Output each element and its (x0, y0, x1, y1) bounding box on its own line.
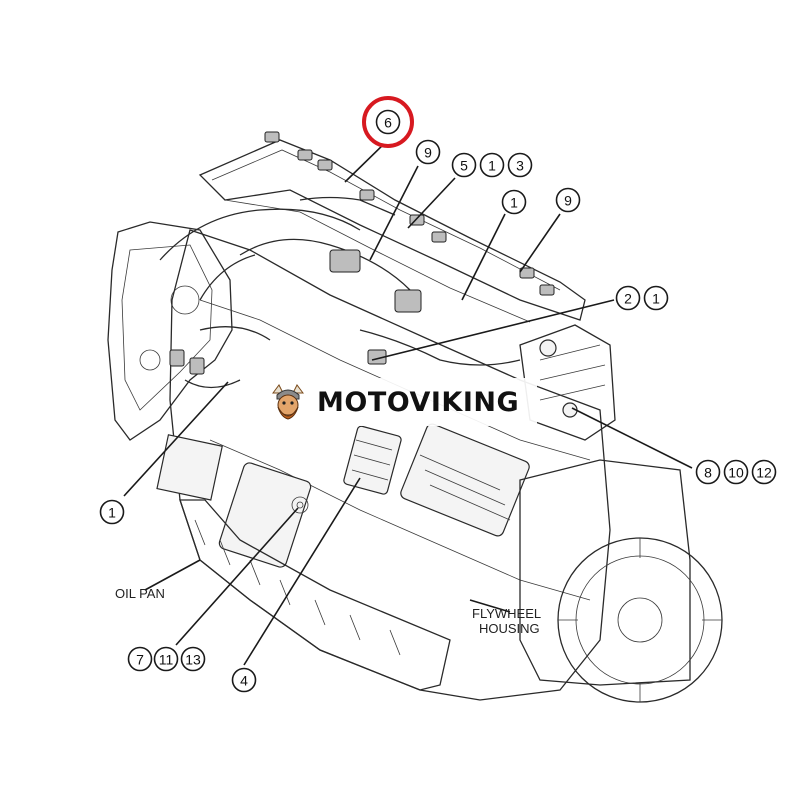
callout-number: 5 (460, 158, 468, 174)
callout-number: 8 (704, 465, 712, 481)
callout-11: 11 (153, 646, 179, 672)
callout-number: 10 (728, 465, 744, 481)
callout-1: 1 (501, 189, 527, 215)
callout-number: 7 (136, 652, 144, 668)
callout-13: 13 (180, 646, 206, 672)
leader-lines (123, 139, 693, 666)
callout-number: 9 (424, 145, 432, 161)
callout-9: 9 (415, 139, 441, 165)
callout-circle (751, 459, 777, 485)
callout-circle (615, 285, 641, 311)
callout-1: 1 (99, 499, 125, 525)
callout-circle (643, 285, 669, 311)
callout-9: 9 (555, 187, 581, 213)
flywheel-label-line2: HOUSING (479, 621, 540, 636)
callout-circle (695, 459, 721, 485)
callout-2: 2 (615, 285, 641, 311)
callout-number: 13 (185, 652, 201, 668)
callout-circle (180, 646, 206, 672)
callout-circle (501, 189, 527, 215)
callout-number: 6 (384, 115, 392, 131)
callout-circle (479, 152, 505, 178)
callout-number: 1 (510, 195, 518, 211)
callout-circle (231, 667, 257, 693)
callout-7: 7 (127, 646, 153, 672)
callout-circle (99, 499, 125, 525)
callout-number: 4 (240, 673, 248, 689)
callout-circle (507, 152, 533, 178)
callout-5: 5 (451, 152, 477, 178)
viking-mascot-icon (272, 384, 304, 420)
watermark-text: MOTOVIKING (317, 386, 520, 418)
callout-circle (415, 139, 441, 165)
callout-number: 3 (516, 158, 524, 174)
callout-number: 9 (564, 193, 572, 209)
flywheel-label-line1: FLYWHEEL (472, 606, 541, 621)
callout-number: 1 (108, 505, 116, 521)
callout-number: 12 (756, 465, 772, 481)
callout-circle (153, 646, 179, 672)
callout-circle (555, 187, 581, 213)
callout-10: 10 (723, 459, 749, 485)
callout-number: 2 (624, 291, 632, 307)
callout-number: 1 (488, 158, 496, 174)
callout-4: 4 (231, 667, 257, 693)
callout-12: 12 (751, 459, 777, 485)
callout-circle (127, 646, 153, 672)
callout-number: 1 (652, 291, 660, 307)
callout-1: 1 (643, 285, 669, 311)
watermark: MOTOVIKING (265, 378, 537, 426)
callout-1: 1 (479, 152, 505, 178)
callout-number: 11 (159, 652, 174, 668)
callout-3: 3 (507, 152, 533, 178)
callout-circle (723, 459, 749, 485)
oil-pan-label: OIL PAN (115, 586, 165, 601)
callout-circle (375, 109, 401, 135)
engine-line-art (107, 131, 723, 703)
callout-circle (451, 152, 477, 178)
callout-6: 6 (362, 96, 414, 148)
callout-8: 8 (695, 459, 721, 485)
